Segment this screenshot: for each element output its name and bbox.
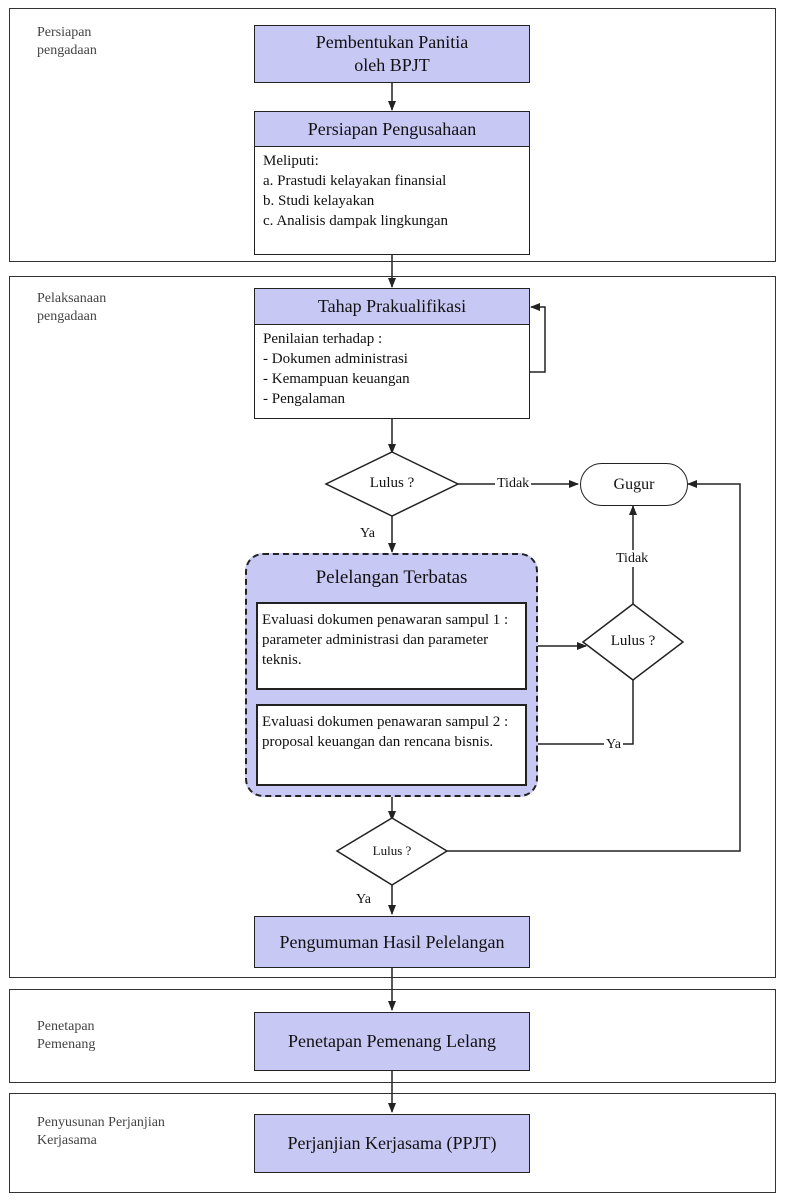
persiapan-item-0: Meliputi: <box>263 153 319 169</box>
decision-2-label: Lulus ? <box>610 633 656 649</box>
edge-label-ya-1: Ya <box>358 525 377 542</box>
node-gugur-label: Gugur <box>613 475 655 493</box>
node-persiapan-pengusahaan-title-label: Persiapan Pengusahaan <box>307 118 477 139</box>
prakualifikasi-item-3: - Pengalaman <box>263 391 346 407</box>
persiapan-item-1: a. Prastudi kelayakan finansial <box>263 173 447 189</box>
edge-label-ya-3: Ya <box>354 891 373 908</box>
persiapan-item-2: b. Studi kelayakan <box>263 193 375 209</box>
prakualifikasi-item-2: - Kemampuan keuangan <box>263 371 410 387</box>
node-prakualifikasi-title-label: Tahap Prakualifikasi <box>317 296 467 316</box>
node-persiapan-pengusahaan-title: Persiapan Pengusahaan <box>254 111 530 147</box>
edge-label-tidak-2: Tidak <box>614 550 651 567</box>
section-label-penetapan: Penetapan Pemenang <box>37 1019 96 1052</box>
node-pengumuman-label: Pengumuman Hasil Pelelangan <box>279 931 505 952</box>
edge-label-ya-2: Ya <box>604 736 623 753</box>
evaluasi-sampul-2-text: Evaluasi dokumen penawaran sampul 2 : pr… <box>262 714 509 750</box>
node-gugur: Gugur <box>580 463 688 506</box>
pelelangan-title: Pelelangan Terbatas <box>315 567 468 588</box>
node-penetapan-label: Penetapan Pemenang Lelang <box>288 1031 496 1051</box>
decision-3 <box>335 817 449 886</box>
decision-3-label: Lulus ? <box>372 843 412 858</box>
node-prakualifikasi-title: Tahap Prakualifikasi <box>254 288 530 325</box>
decision-1 <box>324 451 460 517</box>
decision-2 <box>581 603 685 681</box>
decision-1-label: Lulus ? <box>369 475 415 491</box>
node-evaluasi-sampul-1: Evaluasi dokumen penawaran sampul 1 : pa… <box>256 602 527 690</box>
node-pembentukan-panitia-label: Pembentukan Panitia oleh BPJT <box>315 32 469 75</box>
node-prakualifikasi-body: Penilaian terhadap : - Dokumen administr… <box>254 324 530 419</box>
edge-label-tidak-1: Tidak <box>495 475 532 492</box>
evaluasi-sampul-1-text: Evaluasi dokumen penawaran sampul 1 : pa… <box>262 612 509 668</box>
node-perjanjian: Perjanjian Kerjasama (PPJT) <box>254 1114 530 1173</box>
section-label-penyusunan: Penyusunan Perjanjian Kerjasama <box>37 1115 165 1148</box>
persiapan-item-3: c. Analisis dampak lingkungan <box>263 213 448 229</box>
node-pengumuman: Pengumuman Hasil Pelelangan <box>254 916 530 968</box>
prakualifikasi-item-0: Penilaian terhadap : <box>263 331 383 347</box>
section-label-pelaksanaan: Pelaksanaan pengadaan <box>37 291 107 324</box>
node-persiapan-pengusahaan-body: Meliputi: a. Prastudi kelayakan finansia… <box>254 146 530 255</box>
node-perjanjian-label: Perjanjian Kerjasama (PPJT) <box>287 1133 497 1153</box>
node-pembentukan-panitia: Pembentukan Panitia oleh BPJT <box>254 25 530 83</box>
node-evaluasi-sampul-2: Evaluasi dokumen penawaran sampul 2 : pr… <box>256 704 527 786</box>
section-label-persiapan: Persiapan pengadaan <box>37 25 97 58</box>
node-penetapan: Penetapan Pemenang Lelang <box>254 1012 530 1071</box>
prakualifikasi-item-1: - Dokumen administrasi <box>263 351 408 367</box>
